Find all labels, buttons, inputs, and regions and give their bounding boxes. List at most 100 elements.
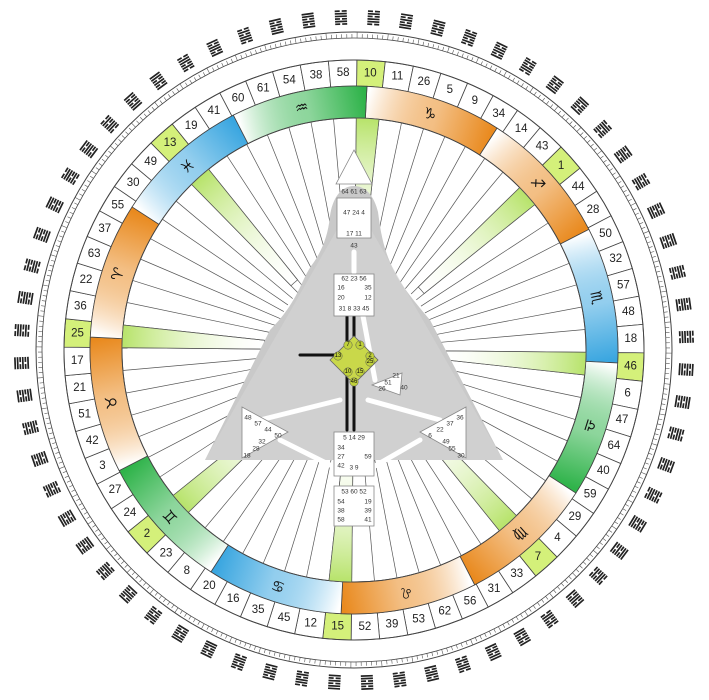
gate-number: 32 <box>609 253 622 265</box>
scale-tick <box>305 37 307 42</box>
scale-tick <box>568 576 572 580</box>
scale-tick <box>470 639 474 646</box>
head-gates: 64 61 63 <box>341 189 367 196</box>
gate-number: 54 <box>283 75 296 87</box>
scale-tick <box>255 49 257 54</box>
hexagram-icon <box>200 640 218 659</box>
hexagram-icon <box>23 258 41 274</box>
scale-tick <box>114 142 119 147</box>
scale-tick <box>599 542 603 546</box>
scale-tick <box>657 423 662 426</box>
scale-tick <box>108 150 112 154</box>
hexagram-icon <box>631 172 651 191</box>
scale-tick <box>662 393 667 395</box>
scale-tick <box>650 251 655 253</box>
scale-tick <box>250 51 253 56</box>
scale-tick <box>617 181 622 184</box>
scale-tick <box>58 461 63 464</box>
throat-gate-35: 35 <box>364 285 372 292</box>
scale-tick <box>662 398 667 400</box>
scale-tick <box>635 212 639 216</box>
scale-tick <box>625 194 630 197</box>
scale-tick <box>45 417 50 420</box>
gate-number: 62 <box>438 606 451 618</box>
scale-tick <box>89 175 94 179</box>
gate-spoke <box>392 146 466 280</box>
gate-number: 60 <box>232 92 245 104</box>
hexagram-icon <box>236 26 254 45</box>
scale-tick <box>417 38 420 45</box>
scale-tick <box>637 217 642 220</box>
gate-number: 2 <box>144 528 150 540</box>
gate-number: 35 <box>252 604 265 616</box>
gate-number: 25 <box>71 328 84 340</box>
scale-tick <box>630 202 637 206</box>
scale-tick <box>640 471 647 475</box>
scale-tick <box>658 418 663 421</box>
gate-number: 53 <box>412 613 425 625</box>
scale-tick <box>44 412 49 414</box>
scale-tick <box>188 615 192 620</box>
scale-tick <box>114 553 118 557</box>
gate-number: 16 <box>227 593 240 605</box>
hexagram-icon <box>57 509 77 528</box>
solar-plexus-center <box>419 406 467 459</box>
scale-tick <box>171 604 175 609</box>
scale-tick <box>149 589 154 595</box>
hexagram-icon <box>430 19 446 37</box>
scale-tick <box>397 37 399 42</box>
g-gate-dot <box>333 351 343 361</box>
scale-tick <box>185 82 188 87</box>
hexagram-icon <box>490 41 508 60</box>
scale-tick <box>71 207 76 210</box>
scale-tick <box>620 185 625 189</box>
gate-spoke <box>428 263 570 321</box>
scale-tick <box>441 649 444 656</box>
scale-tick <box>456 51 459 56</box>
gate-number: 19 <box>185 120 198 132</box>
channel <box>365 397 443 423</box>
gate-number: 11 <box>391 70 403 82</box>
hexagram-icon <box>176 53 195 73</box>
hexagram-icon <box>144 605 163 625</box>
scale-tick <box>432 44 435 49</box>
scale-tick <box>503 70 507 77</box>
zodiac-sign-glyph: ♑ <box>421 103 439 124</box>
scale-tick <box>244 642 247 647</box>
scale-tick <box>611 525 617 530</box>
scale-tick <box>216 65 220 69</box>
heart-gate: 40 <box>400 385 408 392</box>
scale-tick <box>104 541 108 545</box>
scale-tick <box>240 54 243 59</box>
hexagram-icon <box>518 56 537 76</box>
gate-ring-outer <box>63 59 645 641</box>
scale-tick <box>412 39 414 44</box>
scale-tick <box>278 653 281 658</box>
scale-tick <box>628 198 632 202</box>
scale-tick <box>76 498 80 502</box>
scale-tick <box>69 484 73 488</box>
scale-tick <box>537 94 541 99</box>
gate-number: 41 <box>208 105 221 117</box>
scale-tick <box>431 652 434 657</box>
heart-center <box>370 372 403 396</box>
scale-tick <box>653 260 660 263</box>
gate-number: 24 <box>124 507 137 519</box>
scale-tick <box>41 305 46 307</box>
scale-tick <box>542 97 545 102</box>
scale-tick <box>479 635 482 640</box>
highlighted-sector <box>121 324 265 350</box>
scale-tick <box>48 437 55 440</box>
scale-tick <box>42 284 49 287</box>
scale-tick <box>516 80 520 85</box>
gate-number: 52 <box>358 621 371 633</box>
gate-number: 58 <box>337 67 350 79</box>
spleen-gate: 50 <box>274 433 282 440</box>
spleen-gate: 28 <box>252 446 260 453</box>
scale-tick <box>147 110 151 114</box>
scale-tick <box>587 139 591 143</box>
scale-tick <box>146 585 151 590</box>
root-gate-right: 39 <box>364 508 372 515</box>
